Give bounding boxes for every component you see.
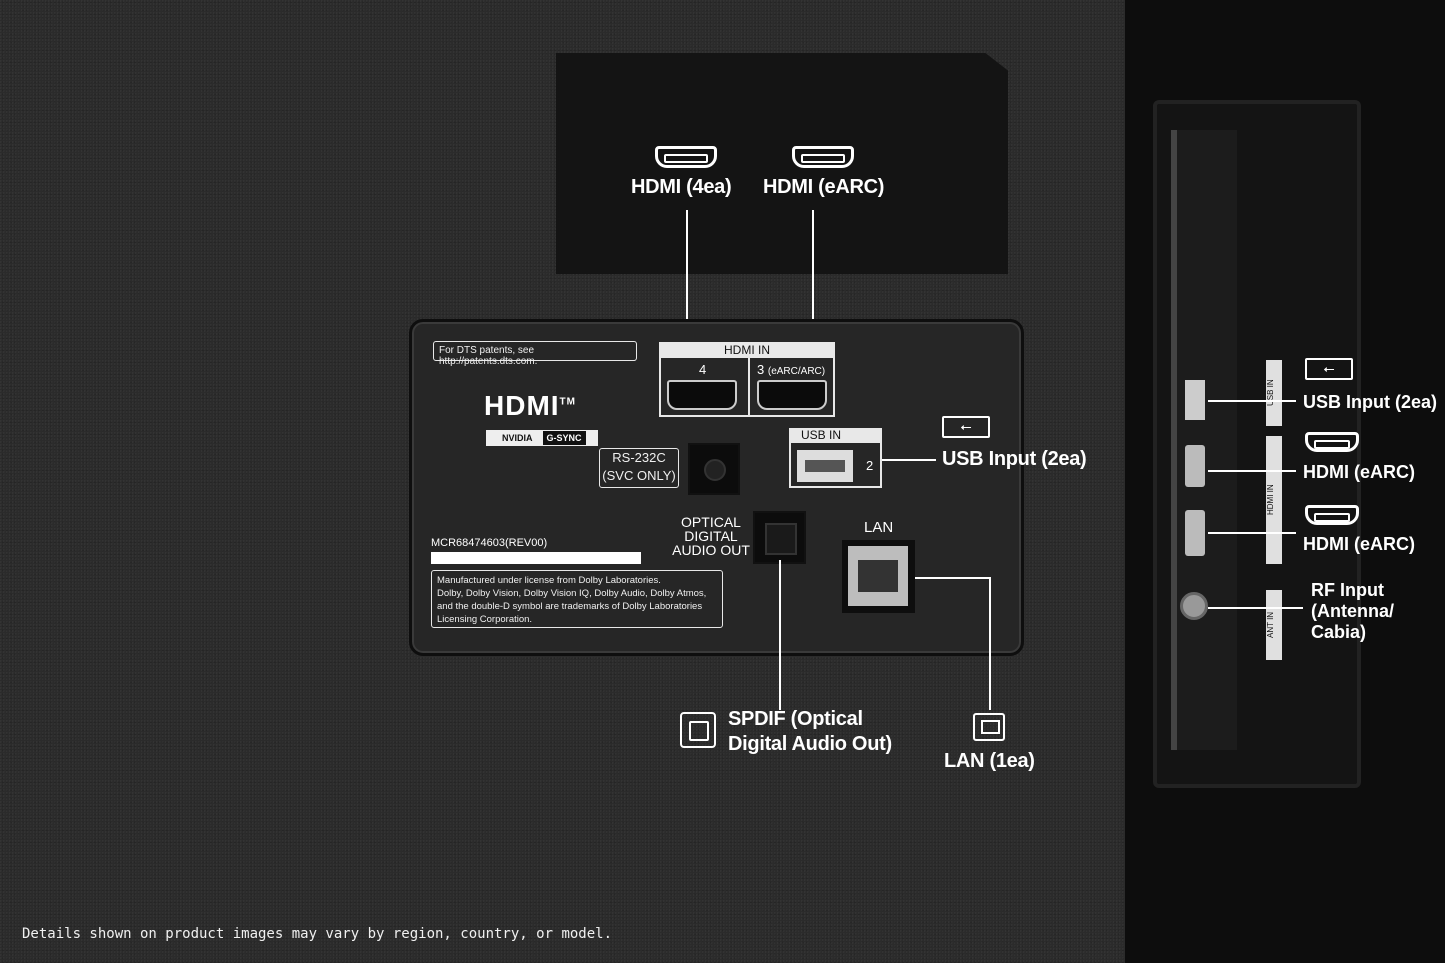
hdmi-icon [792,146,854,168]
hdmi-in-header: HDMI IN [659,342,835,358]
hdmi-port-3 [757,380,827,410]
callout-line [779,560,781,710]
disclaimer: Details shown on product images may vary… [22,926,613,942]
side-usb-label: USB IN [1266,360,1282,426]
callout-line [915,577,991,579]
side-usb-callout: USB Input (2ea) [1303,392,1438,412]
side-port-strip [1171,130,1237,750]
hdmi-port-4-label: 4 [699,362,707,377]
model-number: MCR68474603(REV00) [431,537,548,549]
callout-line [686,210,688,343]
lan-icon [973,713,1005,741]
rs232-port [688,443,740,495]
usb-port-number: 2 [866,458,874,473]
usb-input-callout: USB Input (2ea) [942,448,1087,470]
side-hdmi-port [1185,445,1205,487]
optical-icon [680,712,716,748]
side-rf-callout: RF Input(Antenna/Cabia) [1311,580,1394,642]
nvidia-gsync-badge: NVIDIA G-SYNC [486,430,598,446]
callout-line [1208,470,1296,472]
top-hdmi-card [556,53,1008,274]
hdmi-4ea-label: HDMI (4ea) [631,176,732,198]
lan-1ea-callout: LAN (1ea) [944,750,1035,772]
usb-icon: ⭠ [942,416,990,438]
optical-port [753,511,806,564]
hdmi-port-3-label: 3 (eARC/ARC) [757,362,826,377]
usb-port [797,450,853,482]
hdmi-logo: HDMITM [484,390,576,421]
divider [748,358,750,416]
usb-in-header: USB IN [789,428,882,443]
side-usb-port [1185,380,1205,420]
side-hdmi-label: HDMI IN [1266,436,1282,564]
dolby-notice: Manufactured under license from Dolby La… [431,570,723,628]
callout-line [812,210,814,343]
barcode-strip [431,552,641,564]
side-hdmi-earc-callout-1: HDMI (eARC) [1303,462,1415,482]
callout-line [1208,607,1303,609]
hdmi-icon [1305,505,1359,525]
dts-note: For DTS patents, see http://patents.dts.… [433,341,637,367]
hdmi-port-4 [667,380,737,410]
callout-line [1208,400,1296,402]
hdmi-icon [1305,432,1359,452]
side-ant-label: ANT IN [1266,590,1282,660]
lan-port [842,540,915,613]
side-hdmi-port [1185,510,1205,556]
callout-line [1208,532,1296,534]
hdmi-icon [655,146,717,168]
rs232-label: RS-232C(SVC ONLY) [599,448,679,488]
side-rf-port [1180,592,1208,620]
side-hdmi-earc-callout-2: HDMI (eARC) [1303,534,1415,554]
hdmi-earc-label: HDMI (eARC) [763,176,885,198]
callout-line [989,577,991,710]
callout-line [882,459,936,461]
lan-port-label: LAN [864,519,894,536]
usb-icon: ⭠ [1305,358,1353,380]
